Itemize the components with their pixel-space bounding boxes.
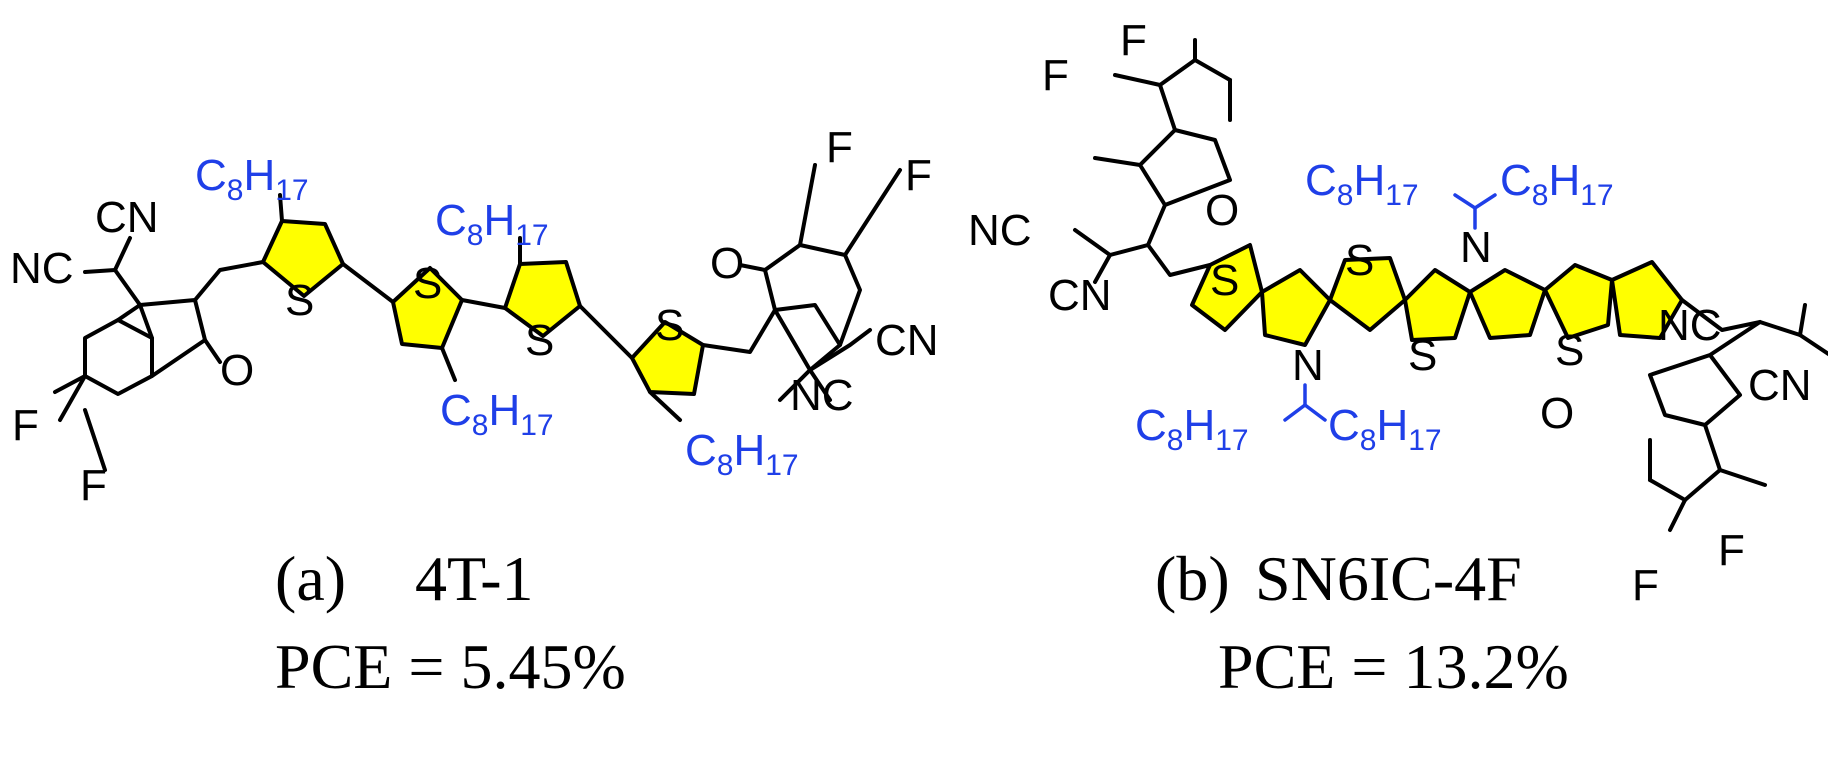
molecule-b-label-CN-right: CN	[1748, 361, 1812, 410]
molecule-b-label-S-3: S	[1408, 331, 1437, 380]
molecule-a-label-S-ring4: S	[655, 301, 684, 350]
molecule-b-left-end-group	[1073, 38, 1232, 284]
molecule-b-caption-tag: (b)	[1155, 543, 1230, 614]
molecule-b-label-O-bottom: O	[1540, 389, 1574, 438]
molecule-b-alkyl-chain-top-right: C8H17	[1500, 156, 1614, 212]
molecule-a-name: 4T-1	[415, 543, 534, 614]
molecule-b-label-F-top-1: F	[1042, 51, 1069, 100]
molecule-b-fused-core	[1190, 243, 1684, 347]
molecule-a-label-F-left-2: F	[80, 461, 107, 510]
molecule-a-label-NC-left: NC	[10, 244, 74, 293]
molecule-b-alkyl-chain-bottom-left: C8H17	[1135, 401, 1249, 457]
molecule-a-alkyl-chain-3: C8H17	[440, 386, 554, 442]
molecule-b-pce: PCE = 13.2%	[1218, 631, 1569, 702]
molecule-a-alkyl-chain-1: C8H17	[195, 151, 309, 207]
molecule-b-name: SN6IC-4F	[1255, 543, 1522, 614]
molecule-a-label-CN-right: CN	[875, 316, 939, 365]
molecule-a-label-S-ring2: S	[413, 259, 442, 308]
molecule-a-alkyl-chain-2: C8H17	[435, 196, 549, 252]
molecule-a-left-end-group	[53, 236, 265, 472]
molecule-b-label-NC-top: NC	[968, 206, 1032, 255]
molecule-b-label-S-1: S	[1210, 256, 1239, 305]
molecule-a-label-F-right-2: F	[905, 151, 932, 200]
molecule-a-label-NC-right: NC	[790, 371, 854, 420]
molecule-b-label-F-bottom-1: F	[1718, 526, 1745, 575]
molecule-a-caption-tag: (a)	[275, 543, 346, 614]
molecule-a-alkyl-chain-4: C8H17	[685, 426, 799, 482]
molecule-a-label-O-right: O	[710, 239, 744, 288]
molecule-a-label-CN-top: CN	[95, 193, 159, 242]
molecule-a-label-F-left-1: F	[12, 401, 39, 450]
molecule-b-label-CN-top: CN	[1048, 271, 1112, 320]
molecule-b-label-N-bottom: N	[1292, 341, 1324, 390]
molecule-b-label-O-top: O	[1205, 186, 1239, 235]
molecule-a-label-F-right-1: F	[826, 123, 853, 172]
molecule-a-right-end-group	[701, 163, 902, 402]
molecule-b-alkyl-chain-top-left: C8H17	[1305, 156, 1419, 212]
molecule-a-pce: PCE = 5.45%	[275, 631, 626, 702]
molecule-b-label-N-top: N	[1460, 223, 1492, 272]
molecule-b-label-NC-right: NC	[1658, 301, 1722, 350]
molecule-b-right-end-group	[1648, 298, 1828, 532]
molecule-a-thiophene-rings	[261, 219, 705, 396]
molecule-b-branch-bonds	[1283, 193, 1497, 422]
molecule-a-structure: CN NC O F F S S S S O F F CN NC C8H17 C8…	[10, 123, 939, 702]
molecule-b-alkyl-chain-bottom-right: C8H17	[1328, 401, 1442, 457]
molecule-b-label-S-2: S	[1345, 236, 1374, 285]
molecule-b-structure: F F O NC CN S S S S N N NC CN O F F C8H1…	[968, 16, 1828, 702]
molecule-b-label-F-top-2: F	[1120, 16, 1147, 65]
molecule-a-linker-bonds	[278, 193, 682, 422]
molecule-a-label-S-ring3: S	[525, 316, 554, 365]
molecule-a-label-S-ring1: S	[285, 276, 314, 325]
molecule-b-label-F-bottom-2: F	[1632, 561, 1659, 610]
molecule-b-label-S-4: S	[1555, 326, 1584, 375]
molecule-a-label-O-left: O	[220, 346, 254, 395]
